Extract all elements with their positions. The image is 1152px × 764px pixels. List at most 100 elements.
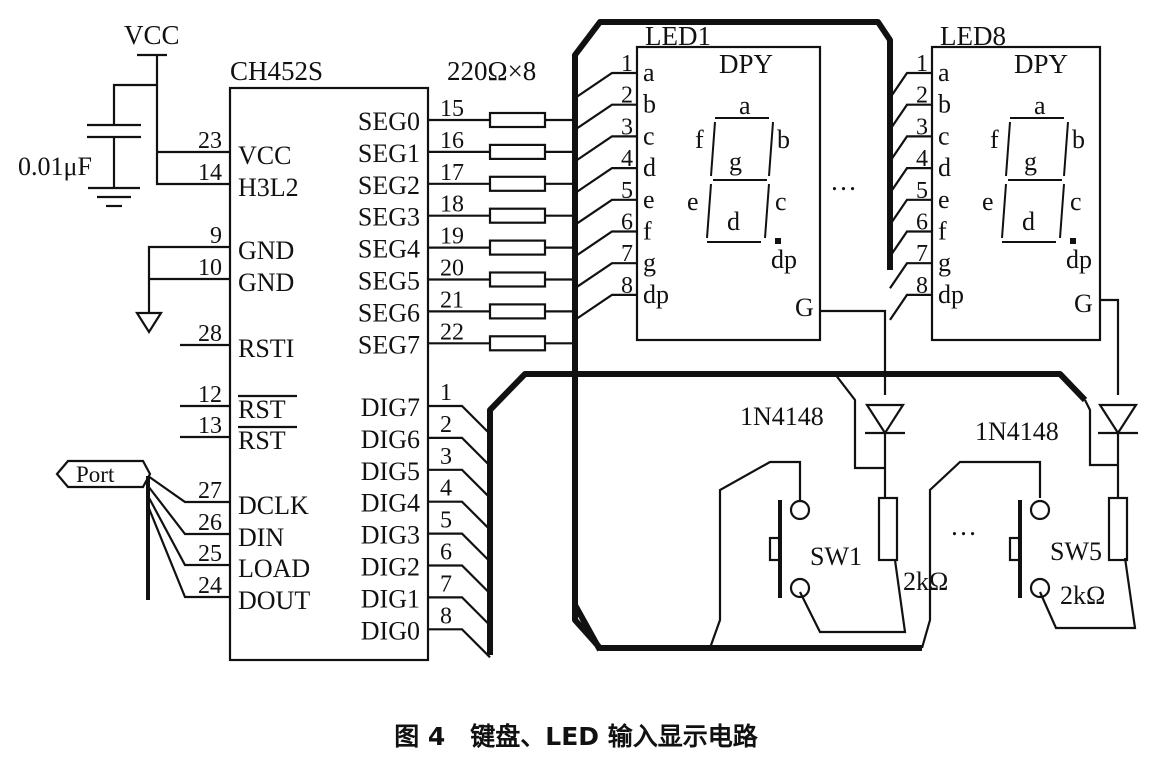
switch-actuator: [1008, 536, 1022, 562]
seg-pin-name: SEG3: [358, 203, 420, 232]
seg-pin-name: SEG0: [358, 107, 420, 136]
led-pin-name: a: [938, 58, 950, 87]
pin-name: VCC: [238, 141, 291, 170]
seg-pin-number: 19: [440, 224, 464, 250]
led-pin-name: g: [643, 248, 656, 277]
dig-pin-name: DIG4: [361, 489, 420, 518]
pin-number: 27: [198, 478, 222, 504]
decimal-point: [775, 238, 781, 244]
led-pin-wire: [574, 71, 637, 99]
led-pin-name: e: [938, 185, 950, 214]
pin-number: 26: [198, 510, 222, 536]
segment-label: b: [777, 125, 790, 154]
seg-pin-name: SEG2: [358, 171, 420, 200]
port-wire: [146, 505, 230, 599]
port-wire: [147, 485, 230, 536]
led-pin-name: dp: [643, 280, 669, 309]
led-pin-name: c: [938, 121, 950, 150]
led-pin-wire: [889, 262, 932, 289]
ellipsis: …: [950, 511, 977, 541]
vcc-power-symbol: [112, 53, 230, 186]
led-pin-wire: [574, 262, 637, 290]
pin-number: 25: [198, 541, 222, 567]
segment-label: e: [982, 187, 994, 216]
seg-pin-number: 15: [440, 96, 464, 122]
dig-wire: [428, 500, 491, 531]
segment-bar: [710, 121, 716, 177]
led-pin-name: c: [643, 121, 655, 150]
segment-label: g: [1024, 147, 1037, 176]
led-pin-wire: [889, 198, 932, 226]
pin-number: 24: [198, 573, 222, 599]
led-pin-name: e: [643, 185, 655, 214]
led-pin-wire: [889, 230, 932, 258]
led-pin-number: 1: [621, 51, 633, 77]
led-pin-number: 8: [621, 273, 633, 299]
chip-name: CH452S: [230, 56, 323, 86]
dig-pin-number: 7: [440, 571, 452, 597]
led-pin-name: a: [643, 58, 655, 87]
resistor-icon: [488, 303, 547, 320]
seg-pin-name: SEG5: [358, 267, 420, 296]
seg-pin-number: 22: [440, 319, 464, 345]
switch-wire: [1038, 557, 1137, 630]
dig-wire: [428, 468, 491, 499]
dig-pin-name: DIG2: [361, 553, 420, 582]
switch-contact: [789, 577, 811, 599]
segment-label: b: [1072, 125, 1085, 154]
led-pin-name: f: [643, 217, 652, 246]
segment-label: f: [695, 125, 704, 154]
diode-label: 1N4148: [740, 402, 824, 431]
digit-wire: [834, 373, 885, 470]
dig-pin-name: DIG3: [361, 521, 420, 550]
led-pin-wire: [889, 167, 932, 194]
pin-name: DIN: [238, 523, 284, 552]
seg-pin-number: 20: [440, 256, 464, 282]
port-wire: [147, 475, 230, 504]
dig-pin-number: 6: [440, 540, 452, 566]
led-pin-number: 4: [621, 146, 633, 172]
dig-pin-number: 8: [440, 603, 452, 629]
common-pin-label: G: [1074, 289, 1093, 318]
led-pin-wire: [574, 198, 637, 226]
led-pin-wire: [574, 230, 637, 258]
diode-label: 1N4148: [975, 417, 1059, 446]
led-common-wire: [820, 309, 887, 395]
dig-wire: [428, 436, 491, 467]
dig-wire: [428, 564, 491, 595]
figure-caption: 图 4 键盘、LED 输入显示电路: [394, 722, 759, 751]
led-pin-name: b: [643, 90, 656, 119]
segment-bar: [1005, 121, 1011, 177]
led-pin-number: 8: [916, 273, 928, 299]
led-pin-number: 1: [916, 51, 928, 77]
led-pin-wire: [889, 135, 932, 163]
seg-pin-number: 21: [440, 287, 464, 313]
segment-label: c: [775, 187, 787, 216]
segment-label: d: [727, 207, 740, 236]
led-pin-number: 6: [916, 210, 928, 236]
pin-name: H3L2: [238, 173, 299, 202]
dig-pin-number: 4: [440, 476, 452, 502]
seg-pin-number: 16: [440, 128, 464, 154]
switch-actuator: [768, 536, 782, 562]
segment-bar: [1001, 183, 1007, 239]
decimal-point: [1070, 238, 1076, 244]
resistor-icon: [488, 239, 547, 256]
led-pin-wire: [574, 103, 637, 131]
ground-icon: [88, 186, 140, 208]
diode-icon: [864, 403, 906, 436]
segment-label: c: [1070, 187, 1082, 216]
seg-pin-name: SEG6: [358, 298, 420, 327]
led-pin-wire: [889, 103, 932, 131]
segment-label: e: [687, 187, 699, 216]
seg-pin-number: 18: [440, 192, 464, 218]
pin-number: 9: [210, 223, 222, 249]
seg-pin-number: 17: [440, 160, 464, 186]
led-pin-number: 4: [916, 146, 928, 172]
switch-label: SW5: [1050, 537, 1102, 566]
digit-wire: [1084, 399, 1118, 467]
segment-bar: [1059, 183, 1065, 239]
dig-wire: [428, 532, 491, 563]
pin-name: GND: [238, 268, 294, 297]
